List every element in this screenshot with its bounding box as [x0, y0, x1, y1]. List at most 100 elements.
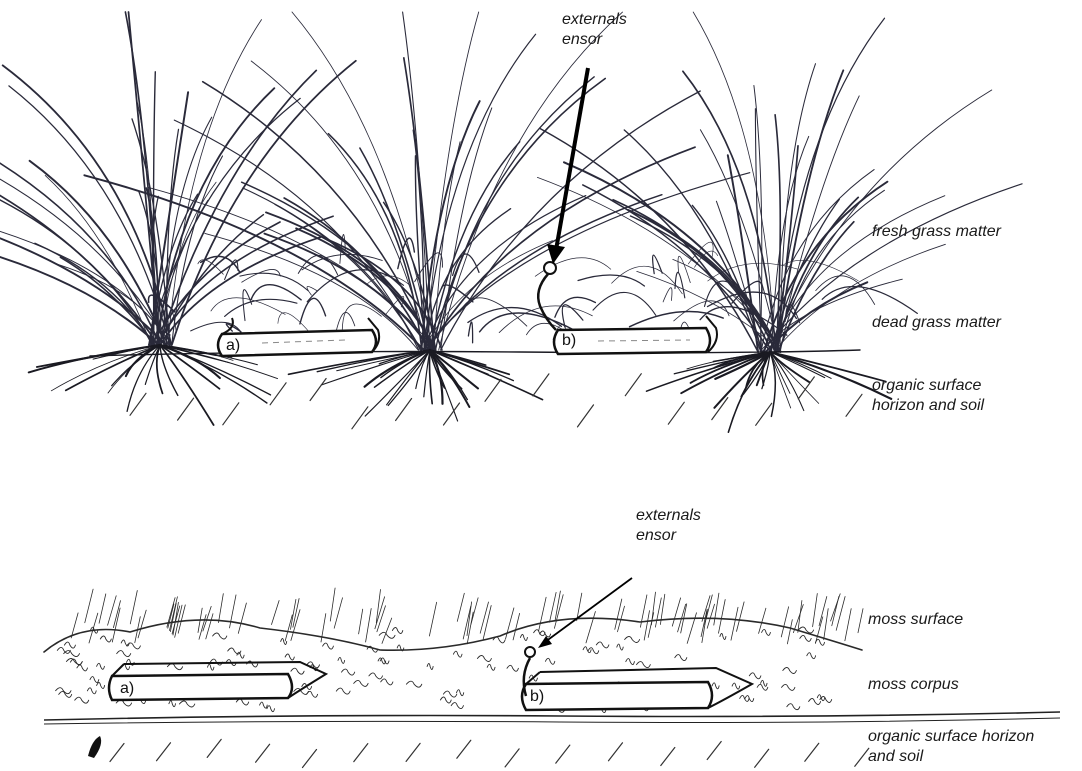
moss-fiber: [737, 602, 745, 632]
moss-squiggle: [675, 655, 687, 661]
bottom-sensor-arrow: [538, 578, 632, 648]
moss-fiber: [731, 607, 738, 640]
moss-fiber: [285, 615, 292, 641]
soil-hatch: [256, 744, 270, 762]
dead-grass-stroke: [578, 275, 644, 286]
soil-hatch: [707, 742, 721, 760]
moss-squiggle: [56, 688, 71, 694]
moss-squiggle: [807, 653, 816, 659]
label-dead-grass-matter: dead grass matter: [872, 313, 1001, 333]
root-stroke: [160, 345, 178, 395]
soil-hatch: [406, 743, 420, 761]
soil-hatch: [207, 739, 221, 757]
moss-squiggle: [732, 683, 740, 689]
soil-hatch: [805, 743, 819, 761]
label-bottom-organic-soil: organic surface horizon and soil: [868, 727, 1034, 767]
grass-blade: [421, 101, 479, 350]
moss-fiber: [480, 602, 488, 633]
moss-fiber: [366, 609, 372, 643]
soil-hatch: [609, 743, 623, 761]
moss-squiggle: [625, 637, 640, 643]
moss-squiggle: [342, 669, 355, 675]
bottom-soil-line1: organic surface horizon: [868, 727, 1034, 747]
moss-outline: [44, 618, 862, 652]
moss-squiggle: [534, 630, 545, 636]
top-device-b-label: b): [562, 332, 576, 350]
grass-blade: [564, 162, 780, 352]
moss-fiber: [219, 594, 224, 623]
moss-squiggle: [75, 697, 89, 703]
soil-hatch: [178, 398, 194, 420]
dead-grass-stroke: [240, 273, 308, 291]
label-fresh-grass-matter: fresh grass matter: [872, 222, 1001, 242]
top-sensor-label: externals ensor: [562, 10, 627, 50]
moss-squiggle: [451, 703, 463, 709]
moss-squiggle: [712, 683, 719, 689]
moss-fiber: [382, 618, 392, 643]
top-device-b: [554, 316, 717, 354]
dead-grass-stroke: [251, 285, 301, 300]
soil-hatch: [352, 407, 368, 429]
top-roots-illustration: [29, 345, 892, 432]
moss-squiggle: [379, 632, 395, 638]
moss-squiggle: [783, 668, 797, 674]
soil-hatch: [755, 749, 769, 767]
moss-fiber: [672, 598, 680, 626]
dead-grass-stroke: [675, 272, 685, 297]
moss-fiber: [330, 588, 335, 621]
top-device-a: [218, 318, 379, 356]
moss-squiggle: [583, 647, 591, 653]
moss-squiggle: [762, 629, 771, 635]
dead-grass-stroke: [243, 290, 252, 321]
grass-blade: [160, 237, 321, 345]
soil-hatch: [505, 749, 519, 767]
moss-squiggle: [336, 688, 350, 694]
moss-squiggle: [167, 664, 182, 670]
soil-hatch: [396, 399, 412, 421]
dead-grass-stroke: [593, 292, 656, 315]
moss-squiggle: [720, 634, 726, 640]
soil-hatch: [157, 743, 171, 761]
soil-hatch: [625, 374, 641, 396]
moss-fiber: [702, 610, 708, 643]
soil-hatch: [110, 744, 124, 762]
moss-squiggle: [637, 662, 651, 668]
moss-squiggle: [749, 673, 761, 679]
moss-fiber: [99, 594, 106, 623]
moss-squiggle: [354, 680, 368, 686]
moss-squiggle: [507, 665, 518, 671]
moss-squiggle: [443, 691, 456, 697]
moss-squiggle: [782, 684, 795, 690]
soil-hatch: [223, 403, 239, 425]
soil-hatch: [485, 379, 501, 401]
moss-fiber: [113, 601, 120, 628]
moss-squiggle: [457, 690, 464, 696]
moss-squiggle: [285, 654, 294, 660]
label-moss-corpus: moss corpus: [868, 675, 959, 695]
moss-fiber: [238, 603, 246, 633]
moss-squiggle: [477, 656, 491, 662]
moss-fiber: [687, 613, 696, 644]
soil-hatch: [533, 374, 549, 396]
moss-squiggle: [307, 691, 318, 697]
grass-blade: [243, 188, 420, 350]
soil-hatch: [855, 748, 869, 766]
moss-fiber: [513, 613, 520, 640]
grass-blade: [436, 77, 595, 350]
moss-fiber: [824, 609, 829, 640]
grass-blade: [328, 134, 421, 350]
moss-squiggle: [97, 683, 105, 689]
moss-squiggle: [427, 664, 433, 670]
dead-grass-stroke: [468, 322, 472, 343]
grass-blade: [780, 190, 884, 352]
moss-fiber: [707, 604, 714, 628]
moss-squiggle: [545, 658, 554, 664]
moss-squiggle: [64, 642, 75, 648]
dead-grass-stroke: [300, 298, 326, 324]
bottom-soil-hatching: [110, 739, 869, 767]
dead-grass-stroke: [211, 298, 285, 315]
moss-squiggle: [208, 664, 214, 670]
moss-squiggle: [381, 679, 393, 685]
grass-blade: [157, 88, 275, 345]
moss-fiber: [832, 596, 839, 625]
